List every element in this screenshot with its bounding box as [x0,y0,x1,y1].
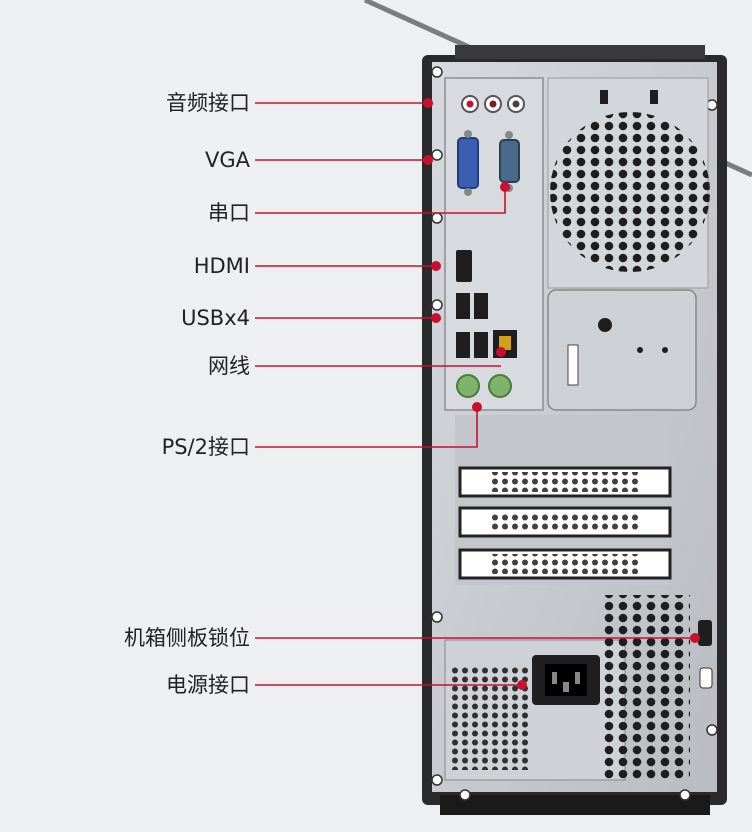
label-serial: 串口 [208,201,250,225]
vga-port-icon [457,130,479,196]
label-lock: 机箱侧板锁位 [124,626,250,650]
psu [444,595,690,781]
audio-jack-icon [461,95,525,113]
label-vga: VGA [204,148,250,172]
hdmi-port-icon [456,250,472,282]
label-lan: 网线 [208,354,250,378]
label-ps2: PS/2接口 [161,435,250,459]
label-audio: 音频接口 [166,91,250,115]
expansion-slots [455,415,672,585]
power-socket-icon [532,655,600,705]
mid-plate [547,289,697,411]
lock-slot-icon [698,620,713,689]
callout-lines [255,102,695,686]
ps2-port-icon [456,374,512,398]
label-usb: USBx4 [181,306,250,330]
callout-dots [423,98,700,690]
fan-grille-icon [547,77,710,289]
label-power: 电源接口 [166,673,250,697]
usb-port-icon [456,293,488,358]
io-shield [444,77,544,411]
label-hdmi: HDMI [193,254,250,278]
